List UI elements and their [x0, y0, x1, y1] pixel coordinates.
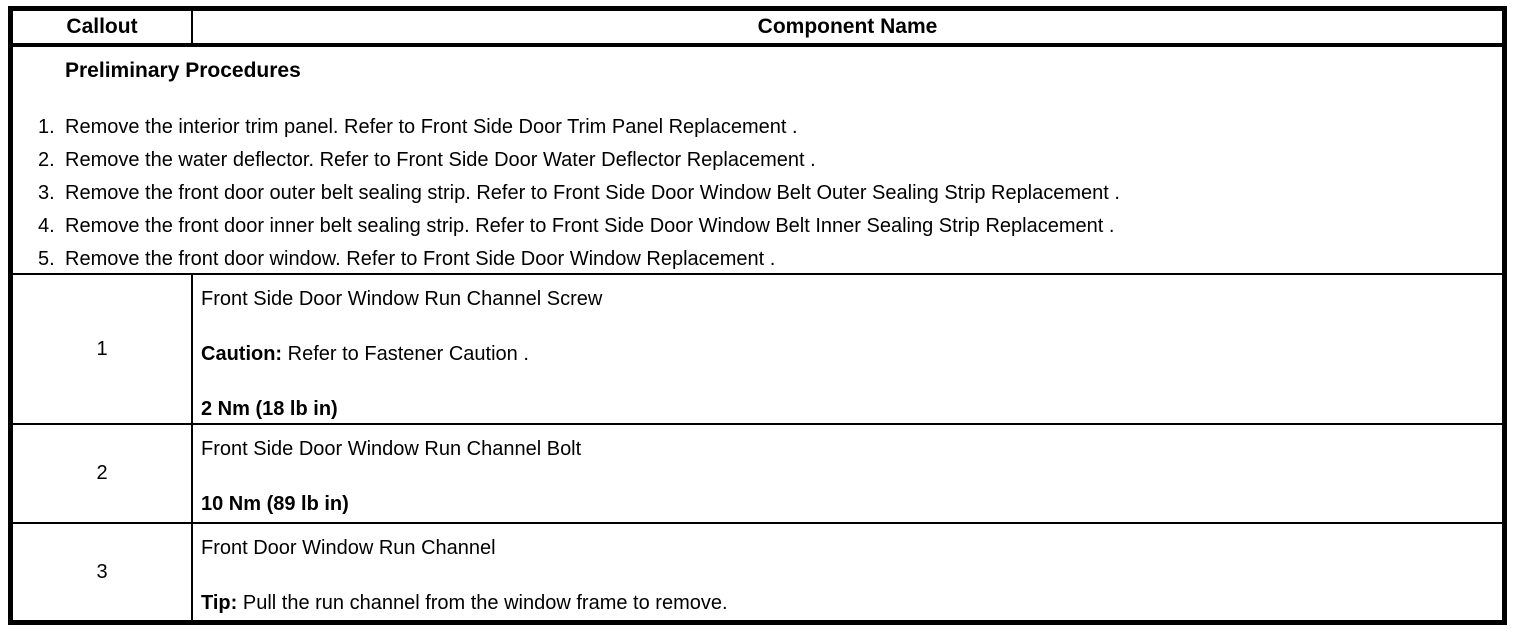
torque-spec: 10 Nm (89 lb in) [201, 493, 349, 515]
tip-text: Pull the run channel from the window fra… [237, 592, 728, 614]
tip-label: Tip: [201, 592, 238, 614]
component-name: Front Side Door Window Run Channel Screw [201, 288, 603, 310]
component-cell: Front Door Window Run Channel Tip: Pull … [193, 524, 1502, 620]
step-text: Remove the water deflector. Refer to Fro… [65, 149, 816, 171]
component-cell: Front Side Door Window Run Channel Screw… [193, 275, 1502, 423]
step-text: Remove the front door window. Refer to F… [65, 248, 776, 270]
step-text: Remove the front door outer belt sealing… [65, 182, 1120, 204]
step-number: 1. [38, 116, 55, 138]
table-row: 1 Front Side Door Window Run Channel Scr… [13, 275, 1502, 425]
component-name: Front Door Window Run Channel [201, 537, 496, 559]
preliminary-procedures-section: Preliminary Procedures 1. Remove the int… [13, 47, 1502, 275]
step-text: Remove the front door inner belt sealing… [65, 215, 1115, 237]
caution-text: Refer to Fastener Caution . [282, 343, 529, 365]
step-number: 5. [38, 248, 55, 270]
callout-number: 3 [13, 524, 193, 620]
preliminary-step: 2. Remove the water deflector. Refer to … [38, 144, 1492, 177]
table-row: 2 Front Side Door Window Run Channel Bol… [13, 425, 1502, 524]
table-row: 3 Front Door Window Run Channel Tip: Pul… [13, 524, 1502, 620]
component-cell: Front Side Door Window Run Channel Bolt … [193, 425, 1502, 522]
preliminary-step: 1. Remove the interior trim panel. Refer… [38, 111, 1492, 144]
tip-note: Tip: Pull the run channel from the windo… [201, 590, 1492, 617]
component-name-column-header: Component Name [757, 15, 938, 38]
step-number: 2. [38, 149, 55, 171]
callout-column-header: Callout [13, 11, 193, 43]
caution-label: Caution: [201, 343, 283, 365]
step-number: 4. [38, 215, 55, 237]
preliminary-step: 4. Remove the front door inner belt seal… [38, 210, 1492, 243]
step-number: 3. [38, 182, 55, 204]
table-header-row: Callout Component Name [13, 11, 1502, 47]
component-callout-table: Callout Component Name Preliminary Proce… [8, 6, 1507, 625]
step-text: Remove the interior trim panel. Refer to… [65, 116, 798, 138]
callout-number: 1 [13, 275, 193, 423]
component-name: Front Side Door Window Run Channel Bolt [201, 438, 582, 460]
preliminary-step: 5. Remove the front door window. Refer t… [38, 243, 1492, 276]
preliminary-step: 3. Remove the front door outer belt seal… [38, 177, 1492, 210]
callout-number: 2 [13, 425, 193, 522]
torque-spec: 2 Nm (18 lb in) [201, 398, 338, 420]
caution-note: Caution: Refer to Fastener Caution . [201, 341, 1492, 368]
preliminary-procedures-title: Preliminary Procedures [65, 59, 301, 82]
